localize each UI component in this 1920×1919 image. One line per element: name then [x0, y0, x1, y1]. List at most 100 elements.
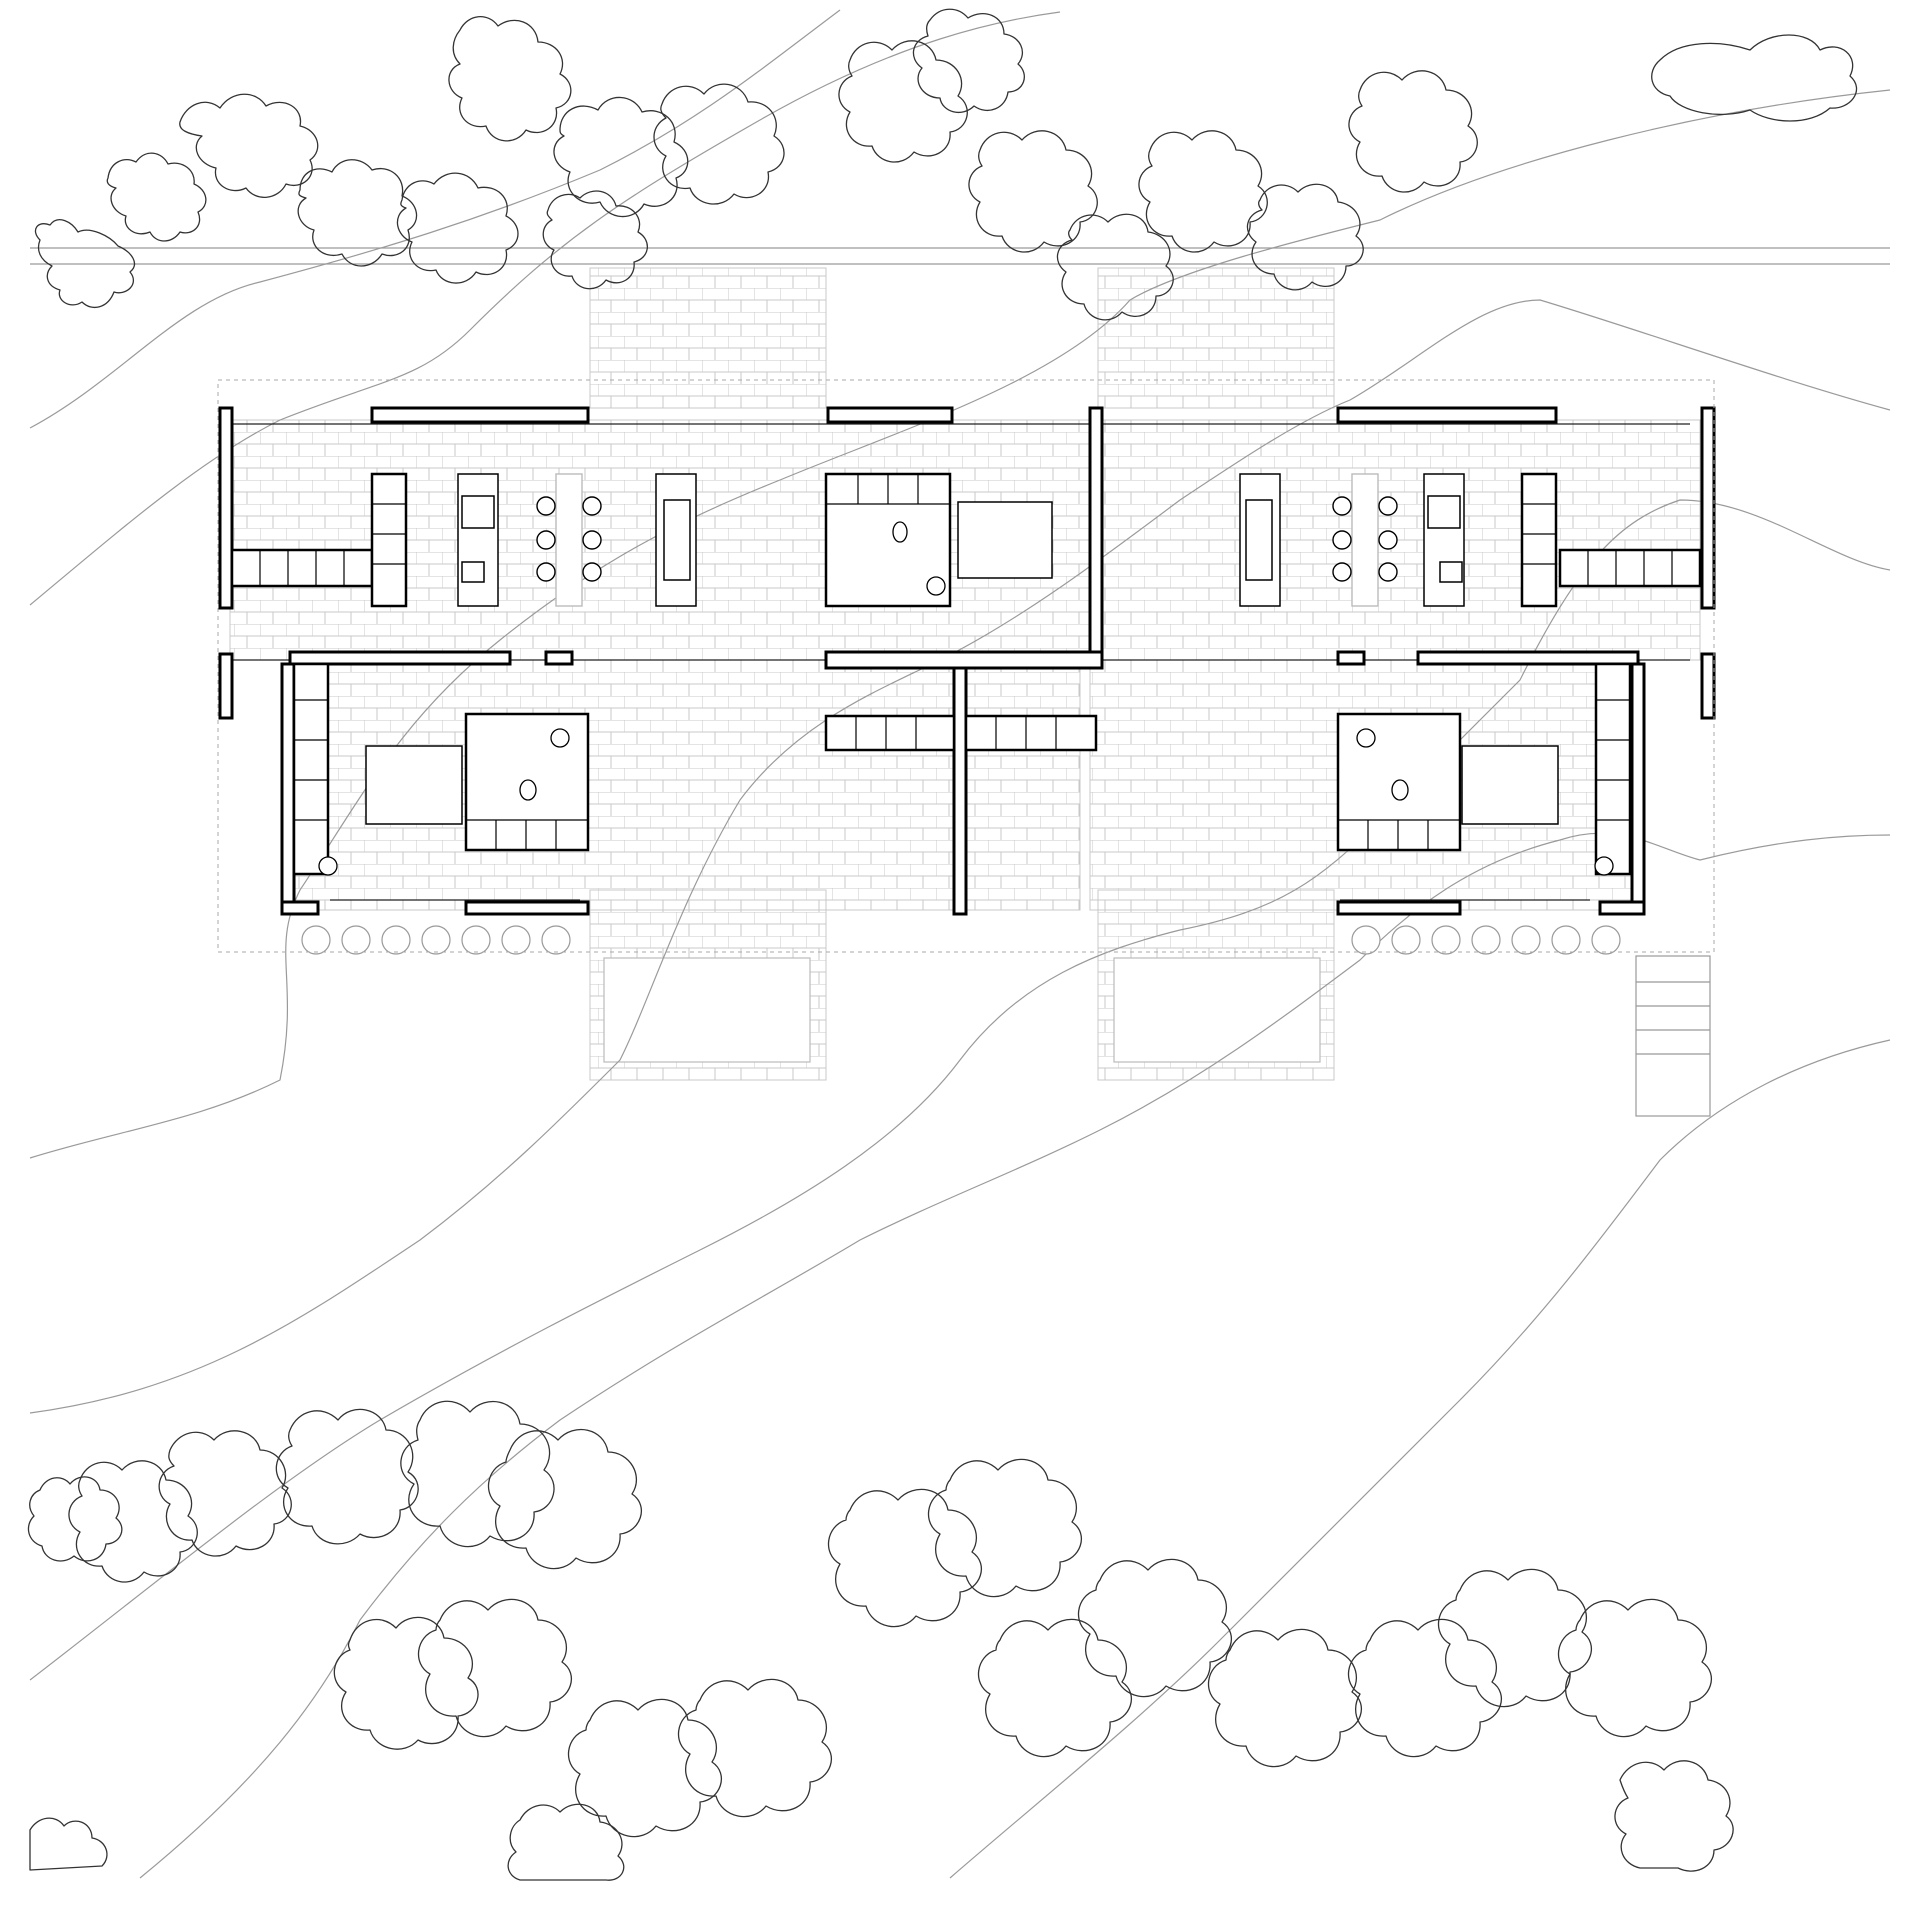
beds	[365, 501, 1559, 825]
dining-chair-icon	[1332, 530, 1352, 550]
dining-chair-icon	[582, 530, 602, 550]
kitchen-bench-right	[1558, 548, 1702, 588]
tree-canopy-outline-icon	[677, 1678, 832, 1818]
stair-icon	[1635, 955, 1711, 1117]
tree-canopy-outline-icon	[297, 159, 418, 267]
cabinet-left	[370, 472, 408, 608]
dining-chair-icon	[1332, 562, 1352, 582]
contour-3	[29, 89, 1891, 1159]
wall-north-2	[826, 406, 954, 424]
shelf-center-left	[824, 714, 956, 752]
sink-icon	[1439, 561, 1463, 583]
tree-canopy-outline-icon	[1207, 1628, 1362, 1768]
contour-5	[29, 499, 1891, 1681]
tree-canopy-outline-icon	[68, 1460, 198, 1583]
dining-table-left	[555, 473, 583, 607]
dining-chair-icon	[536, 496, 556, 516]
contour-7	[949, 1039, 1891, 1879]
tree-canopy-outline-icon	[1437, 1568, 1592, 1708]
tree-canopy-outline-icon	[29, 1817, 108, 1871]
kitchen-hob-icon	[1427, 495, 1461, 529]
tree-canopy-outline-icon	[1077, 1558, 1232, 1698]
wall-mid-center	[824, 650, 1104, 670]
dining	[536, 473, 1398, 607]
wall-mid-left	[288, 650, 512, 666]
contour-2	[29, 11, 1061, 606]
kitchen-bench-left	[230, 548, 374, 588]
tree-canopy-outline-icon	[396, 172, 519, 284]
bed-icon	[365, 745, 463, 825]
toilet-icon	[1391, 779, 1409, 801]
shower-icon	[550, 728, 570, 748]
dining-chair-icon	[582, 496, 602, 516]
tree-canopy-outline-icon	[27, 1476, 123, 1562]
plant-icon	[1594, 856, 1614, 876]
tree-canopy-outline-icon	[977, 1618, 1132, 1758]
dining-chair-icon	[582, 562, 602, 582]
unit-divisions	[259, 474, 1673, 850]
wardrobe-west	[292, 662, 330, 876]
tree-canopy-outline-icon	[400, 1400, 555, 1548]
tree-canopy-outline-icon	[275, 1408, 419, 1545]
contour-1	[29, 9, 841, 429]
tree-canopy-outline-icon	[968, 130, 1098, 253]
wall-mid-right	[1416, 650, 1640, 666]
wall-east-top	[1700, 406, 1716, 610]
kitchen-island-left	[457, 473, 499, 607]
pool-right	[1113, 957, 1321, 1063]
tree-canopy-outline-icon	[106, 152, 207, 242]
tree-canopy-outline-icon	[448, 16, 572, 142]
wall-central-spine	[1088, 406, 1104, 662]
tree-canopy-outline-icon	[333, 1616, 479, 1750]
wardrobe-east	[1594, 662, 1632, 876]
bathroom-fixtures	[318, 521, 1614, 876]
wall-north-3	[1336, 406, 1558, 424]
tree-canopy-outline-icon	[34, 219, 135, 309]
tree-canopy-outline-icon	[1557, 1598, 1712, 1738]
bed-icon	[1461, 745, 1559, 825]
north-courtyard-left	[589, 267, 827, 409]
dining-chair-icon	[536, 562, 556, 582]
wall-south-2	[464, 900, 590, 916]
tree-canopy-outline-icon	[1056, 213, 1174, 321]
wall-center-t	[952, 666, 968, 916]
wall-south-4	[1598, 900, 1646, 916]
tree-canopy-outline-icon	[487, 1429, 642, 1570]
kitchen-islands	[457, 473, 1465, 607]
toilet-icon	[519, 779, 537, 801]
wall-north-1	[370, 406, 590, 424]
shower-icon	[1356, 728, 1376, 748]
tree-canopy-outline-icon	[179, 93, 319, 198]
wall-south-1	[280, 900, 320, 916]
tree-canopy-outline-icon	[542, 190, 648, 290]
planters	[301, 925, 1621, 955]
tree-canopies	[27, 8, 1858, 1881]
dining-chair-icon	[1378, 530, 1398, 550]
tree-canopy-outline-icon	[1138, 130, 1268, 253]
wall-east-bottom	[1700, 652, 1716, 720]
wall-west-top	[218, 406, 234, 610]
kitchen-island-right	[1423, 473, 1465, 607]
wall-south-east	[1630, 662, 1646, 916]
pool-left	[603, 957, 811, 1063]
tree-canopy-outline-icon	[1347, 1618, 1502, 1758]
tree-canopy-outline-icon	[1614, 1760, 1734, 1872]
tree-canopy-outline-icon	[1651, 34, 1858, 122]
plant-icon	[318, 856, 338, 876]
pools	[603, 957, 1321, 1063]
road	[30, 247, 1890, 265]
house-plan	[217, 379, 1716, 1117]
wall-mid-stub-right	[1336, 650, 1366, 666]
north-courtyard-right	[1097, 267, 1335, 409]
bed-icon	[957, 501, 1053, 579]
dining-chair-icon	[1378, 562, 1398, 582]
tree-canopy-outline-icon	[1246, 183, 1364, 291]
tree-canopy-outline-icon	[1348, 70, 1478, 193]
tree-canopy-outline-icon	[158, 1430, 292, 1557]
tree-canopy-outline-icon	[553, 96, 689, 218]
dining-table-right	[1351, 473, 1379, 607]
wall-south-west	[280, 662, 296, 916]
sink-icon	[461, 561, 485, 583]
